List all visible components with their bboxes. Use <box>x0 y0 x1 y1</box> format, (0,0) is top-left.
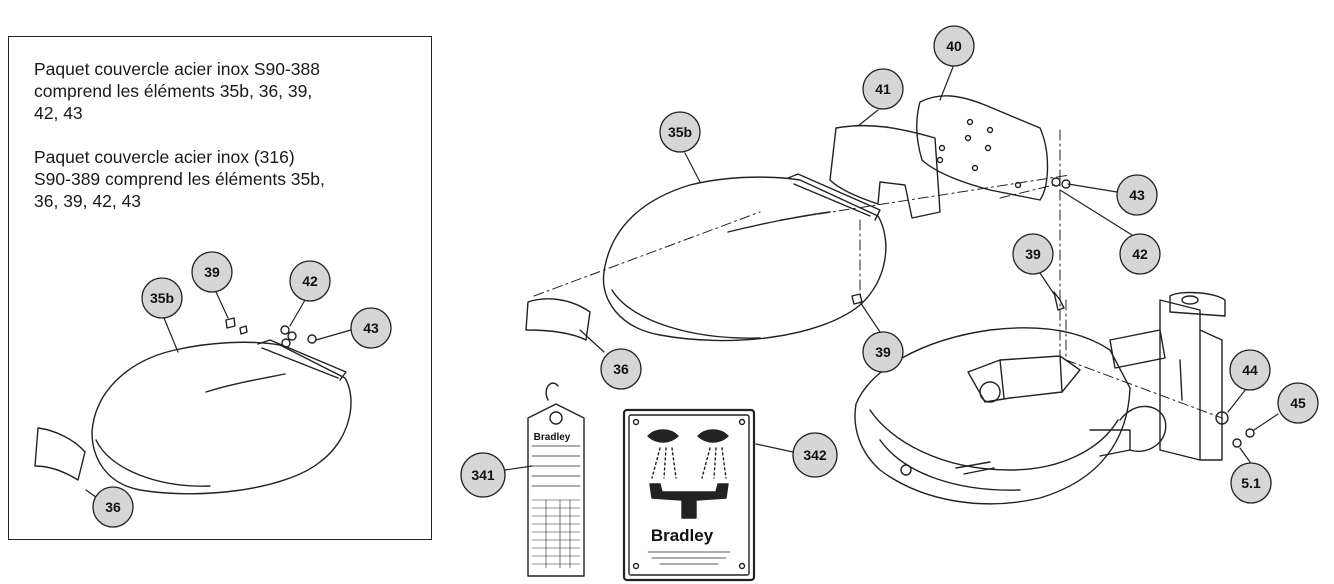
callout-label-45: 45 <box>1290 395 1306 411</box>
callout-41 <box>862 68 904 110</box>
wall-bracket <box>1089 291 1226 461</box>
callout-5-1 <box>1230 462 1272 504</box>
callout-labels: 35b 39 42 43 36 40 41 35b 43 42 39 39 36… <box>105 38 1306 515</box>
callout-40 <box>933 25 975 67</box>
inspection-tag-341 <box>527 382 585 577</box>
callout-label-43: 43 <box>1129 187 1145 203</box>
plate-40 <box>916 95 1049 201</box>
callout-43 <box>1116 174 1158 216</box>
bracket-36 <box>525 298 591 341</box>
tag-brand-text: Bradley <box>534 432 571 443</box>
callout-35b <box>659 111 701 153</box>
callout-bubbles <box>92 25 1319 528</box>
callout-inset-42 <box>289 260 331 302</box>
callout-label-inset-42: 42 <box>302 273 318 289</box>
eyewash-sign-342 <box>622 408 756 582</box>
callout-label-inset-39: 39 <box>204 264 220 280</box>
part-45 <box>1245 428 1255 438</box>
callout-44 <box>1229 349 1271 391</box>
callout-39-upper <box>1012 233 1054 275</box>
inset-cover-drawing <box>34 317 352 495</box>
callout-label-40: 40 <box>946 38 962 54</box>
plate-41 <box>829 124 941 219</box>
callout-inset-35b <box>141 277 183 319</box>
callout-inset-43 <box>350 307 392 349</box>
callout-label-36: 36 <box>613 361 629 377</box>
callout-label-inset-43: 43 <box>363 320 379 336</box>
callout-label-5-1: 5.1 <box>1241 475 1261 491</box>
sign-brand-text: Bradley <box>651 526 714 545</box>
callout-label-inset-36: 36 <box>105 499 121 515</box>
callout-label-342: 342 <box>803 447 827 463</box>
screw-39-upper <box>1053 291 1065 311</box>
kit-note-s90-388: Paquet couvercle acier inox S90-388 comp… <box>34 59 321 123</box>
callout-341 <box>460 452 506 498</box>
callout-39-lower <box>862 331 904 373</box>
callout-label-341: 341 <box>471 467 495 483</box>
cover-35b <box>602 173 887 342</box>
callout-342 <box>792 432 838 478</box>
part-5-1 <box>1232 438 1242 448</box>
callout-42 <box>1119 233 1161 275</box>
callout-label-39-upper: 39 <box>1025 246 1041 262</box>
callout-inset-39 <box>191 251 233 293</box>
kit-note-s90-389: Paquet couvercle acier inox (316) S90-38… <box>34 147 325 211</box>
callout-label-inset-35b: 35b <box>150 290 174 306</box>
nut-42 <box>1051 177 1061 187</box>
callout-label-41: 41 <box>875 81 891 97</box>
screw-39-lower <box>851 293 863 305</box>
callout-36 <box>600 348 642 390</box>
eyewash-bowl <box>854 327 1131 505</box>
callout-label-42: 42 <box>1132 246 1148 262</box>
callout-label-35b: 35b <box>668 124 692 140</box>
callout-inset-36 <box>92 486 134 528</box>
leader-lines <box>85 66 1279 501</box>
part-44 <box>1215 411 1229 425</box>
callout-45 <box>1277 382 1319 424</box>
callout-label-44: 44 <box>1242 362 1258 378</box>
cover-kit-inset-box <box>8 36 432 540</box>
callout-label-39-lower: 39 <box>875 344 891 360</box>
